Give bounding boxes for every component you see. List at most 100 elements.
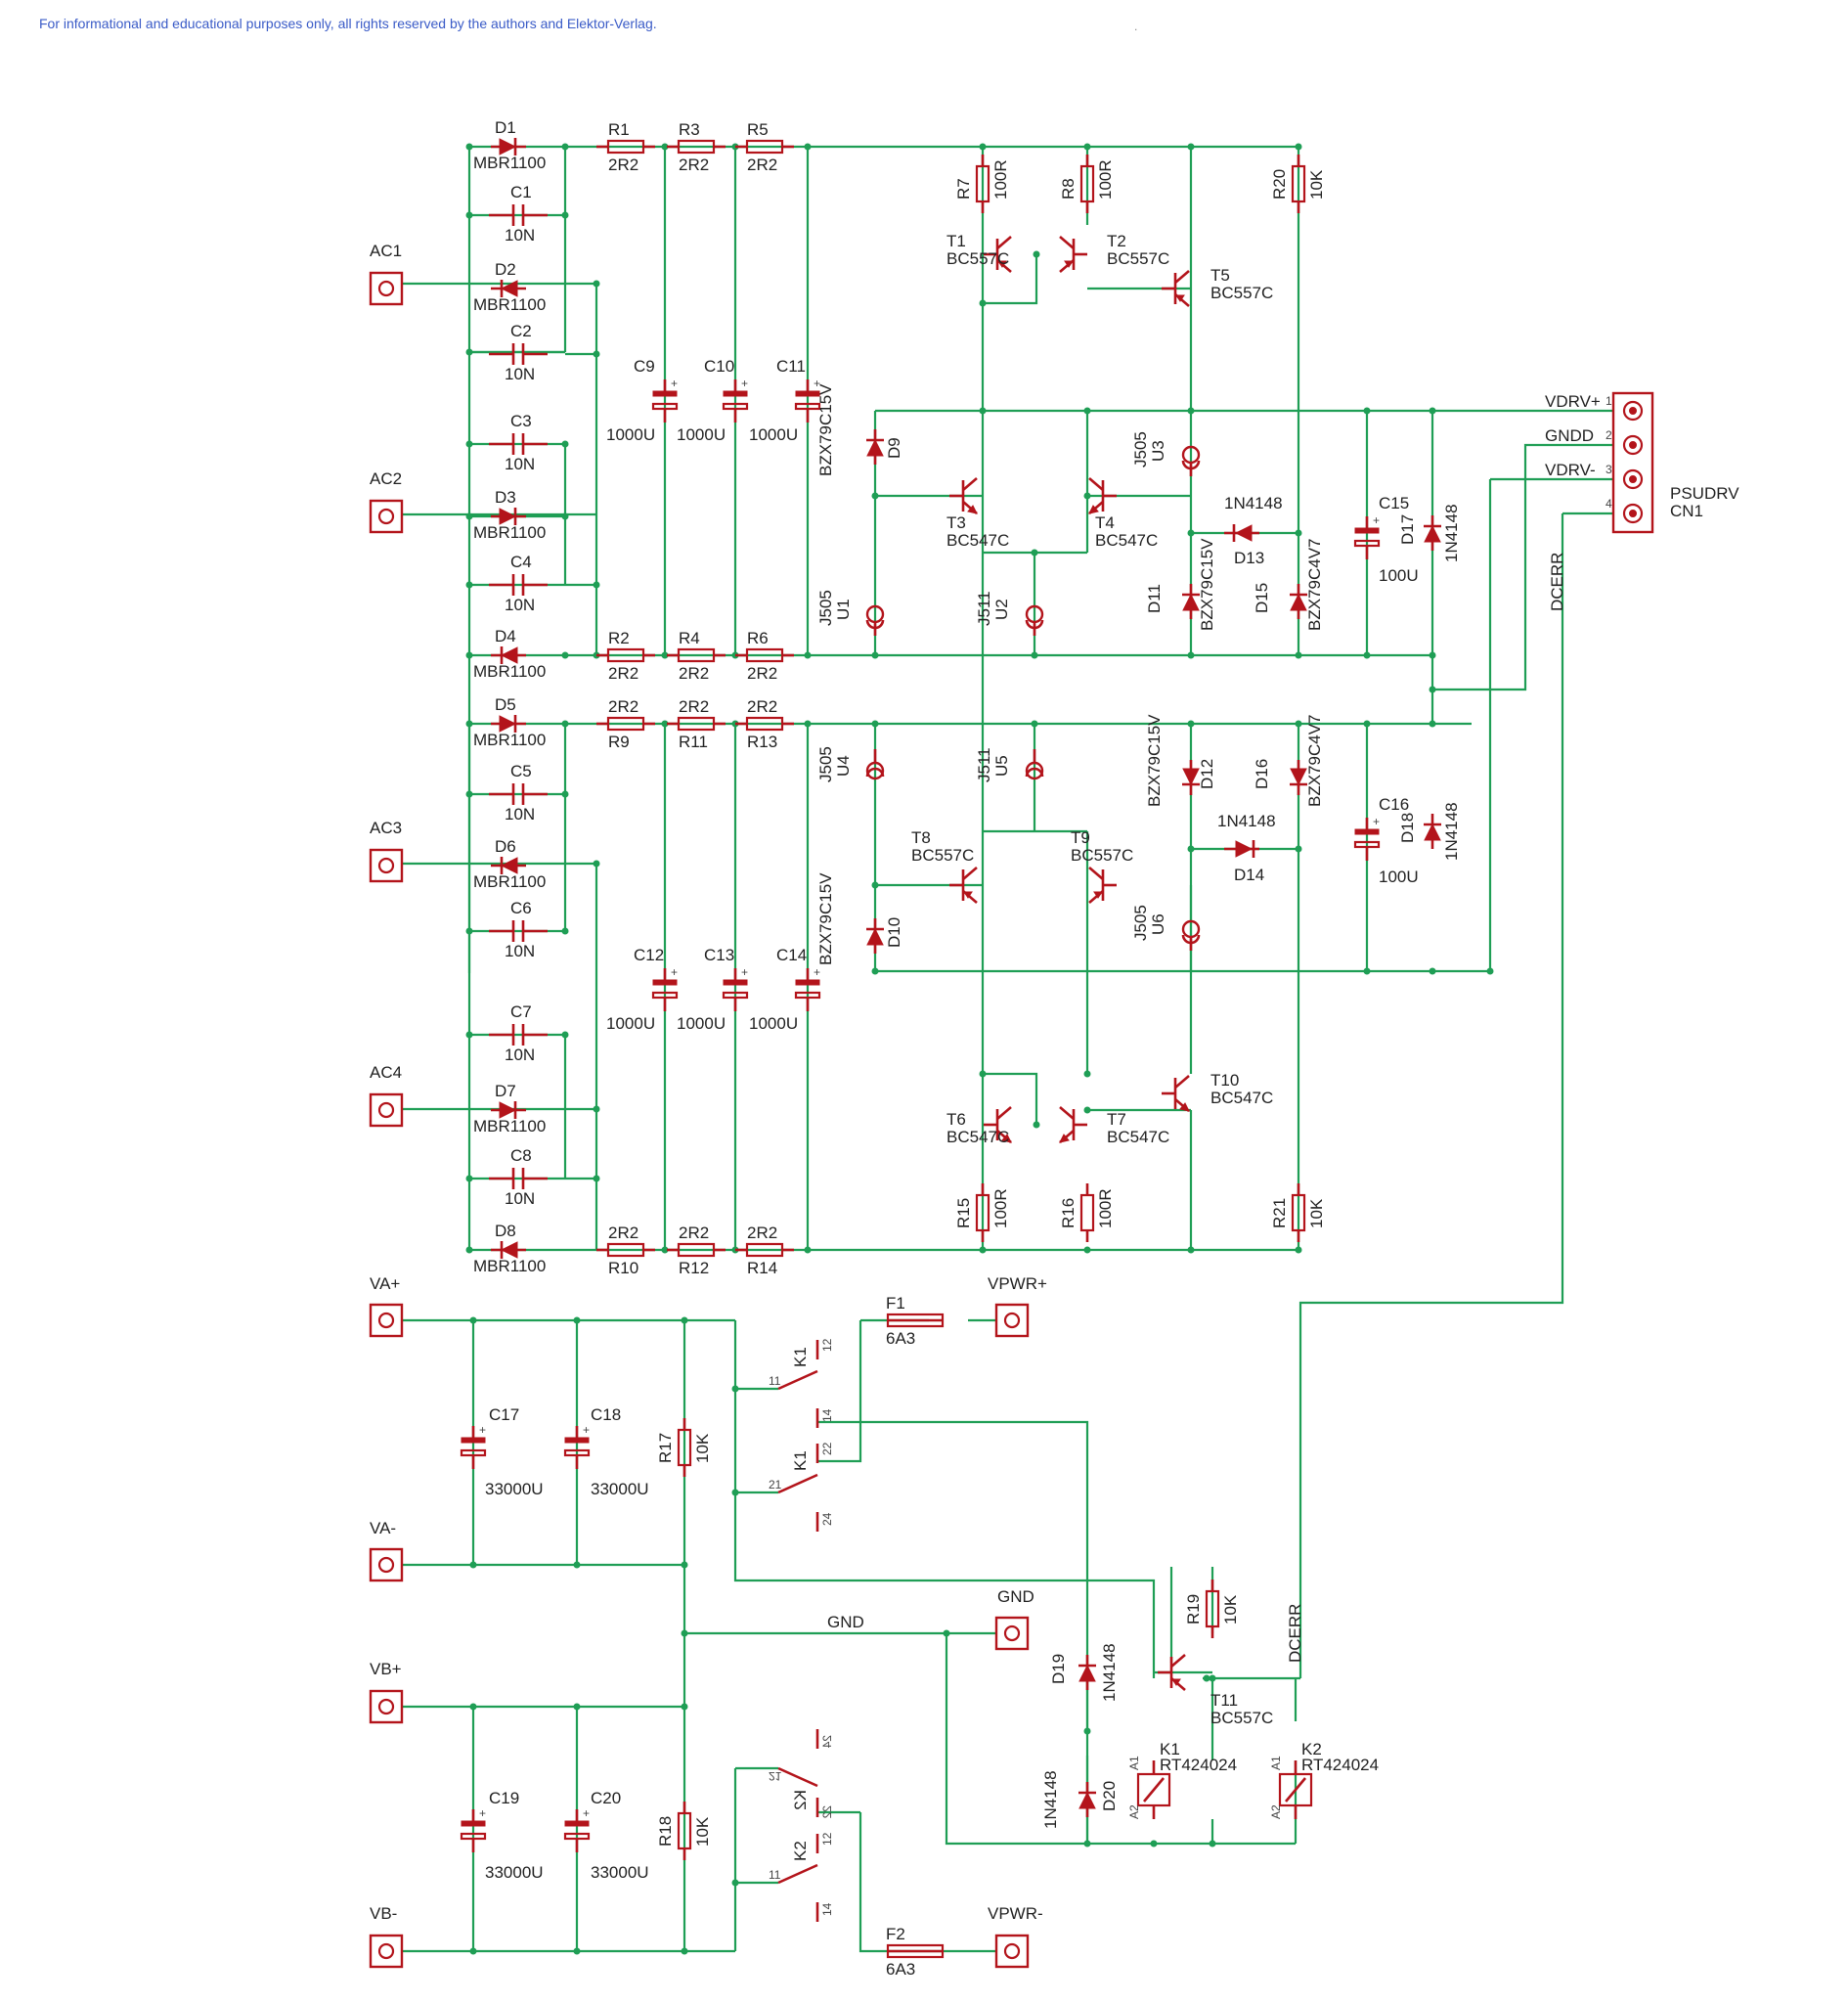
svg-text:U5: U5 xyxy=(992,755,1011,777)
junction xyxy=(573,1561,581,1569)
svg-text:T3: T3 xyxy=(946,513,966,532)
junction xyxy=(1187,651,1195,659)
svg-text:D20: D20 xyxy=(1100,1781,1119,1811)
svg-text:D11: D11 xyxy=(1145,584,1164,613)
svg-text:U3: U3 xyxy=(1149,440,1167,462)
svg-text:MBR1100: MBR1100 xyxy=(473,523,546,542)
junction xyxy=(561,143,569,151)
junction xyxy=(465,1175,473,1182)
svg-text:C17: C17 xyxy=(489,1405,519,1424)
svg-text:21: 21 xyxy=(769,1769,782,1783)
junction xyxy=(1429,686,1436,693)
wire xyxy=(1432,443,1613,691)
connector-va-minus: VA- xyxy=(369,1519,404,1582)
svg-text:VA-: VA- xyxy=(370,1519,396,1537)
wire xyxy=(1298,513,1564,1678)
svg-text:J505: J505 xyxy=(816,590,835,626)
svg-text:C4: C4 xyxy=(510,553,532,571)
svg-text:2: 2 xyxy=(1606,428,1612,442)
svg-text:D3: D3 xyxy=(495,488,516,507)
svg-text:R17: R17 xyxy=(656,1433,675,1463)
svg-text:10N: 10N xyxy=(505,455,535,473)
svg-text:J511: J511 xyxy=(975,591,993,626)
svg-text:D14: D14 xyxy=(1234,866,1264,884)
svg-text:DCERR: DCERR xyxy=(1286,1604,1304,1663)
junction xyxy=(1150,1840,1158,1847)
junction xyxy=(661,651,669,659)
svg-text:+: + xyxy=(814,965,820,979)
junction xyxy=(1429,967,1436,975)
junction xyxy=(943,1629,950,1637)
svg-text:R6: R6 xyxy=(747,629,769,647)
svg-text:6A3: 6A3 xyxy=(886,1960,915,1979)
svg-text:U2: U2 xyxy=(992,599,1011,620)
svg-text:R13: R13 xyxy=(747,733,777,751)
junction xyxy=(1429,407,1436,415)
svg-text:+: + xyxy=(583,1806,590,1820)
svg-text:C11: C11 xyxy=(776,357,806,376)
svg-text:+: + xyxy=(1373,815,1380,828)
junction xyxy=(1363,720,1371,728)
svg-text:MBR1100: MBR1100 xyxy=(473,731,546,749)
junction xyxy=(1031,720,1038,728)
junction xyxy=(593,581,600,589)
svg-text:10N: 10N xyxy=(505,942,535,960)
svg-text:R8: R8 xyxy=(1059,178,1078,200)
junction xyxy=(1083,407,1091,415)
junction xyxy=(465,143,473,151)
junction xyxy=(1083,1106,1091,1114)
junction xyxy=(465,512,473,520)
svg-text:K2: K2 xyxy=(1301,1740,1322,1758)
svg-text:R14: R14 xyxy=(747,1259,777,1277)
svg-text:BZX79C4V7: BZX79C4V7 xyxy=(1305,715,1324,808)
svg-text:22: 22 xyxy=(820,1442,834,1455)
connector-ac2: AC2 xyxy=(369,469,404,534)
svg-text:T11: T11 xyxy=(1210,1691,1238,1710)
svg-text:2R2: 2R2 xyxy=(747,1224,777,1242)
wire xyxy=(983,254,1038,305)
svg-text:VPWR-: VPWR- xyxy=(988,1904,1043,1923)
svg-text:R19: R19 xyxy=(1184,1594,1203,1625)
svg-text:3: 3 xyxy=(1606,463,1612,476)
svg-text:2R2: 2R2 xyxy=(679,1224,709,1242)
svg-text:R9: R9 xyxy=(608,733,630,751)
svg-text:J511: J511 xyxy=(975,747,993,782)
svg-text:U6: U6 xyxy=(1149,913,1167,935)
svg-text:33000U: 33000U xyxy=(591,1863,649,1882)
svg-text:U4: U4 xyxy=(834,755,853,777)
svg-text:2R2: 2R2 xyxy=(679,664,709,683)
junction xyxy=(681,1316,688,1324)
svg-text:+: + xyxy=(671,377,678,390)
junction xyxy=(593,1175,600,1182)
svg-text:24: 24 xyxy=(820,1735,834,1749)
svg-text:D5: D5 xyxy=(495,695,516,714)
svg-text:33000U: 33000U xyxy=(485,1863,544,1882)
junction xyxy=(1295,143,1302,151)
svg-text:T4: T4 xyxy=(1095,513,1115,532)
svg-text:MBR1100: MBR1100 xyxy=(473,662,546,681)
svg-text:A2: A2 xyxy=(1127,1804,1141,1819)
junction xyxy=(979,1070,987,1078)
svg-text:1000U: 1000U xyxy=(677,425,726,444)
